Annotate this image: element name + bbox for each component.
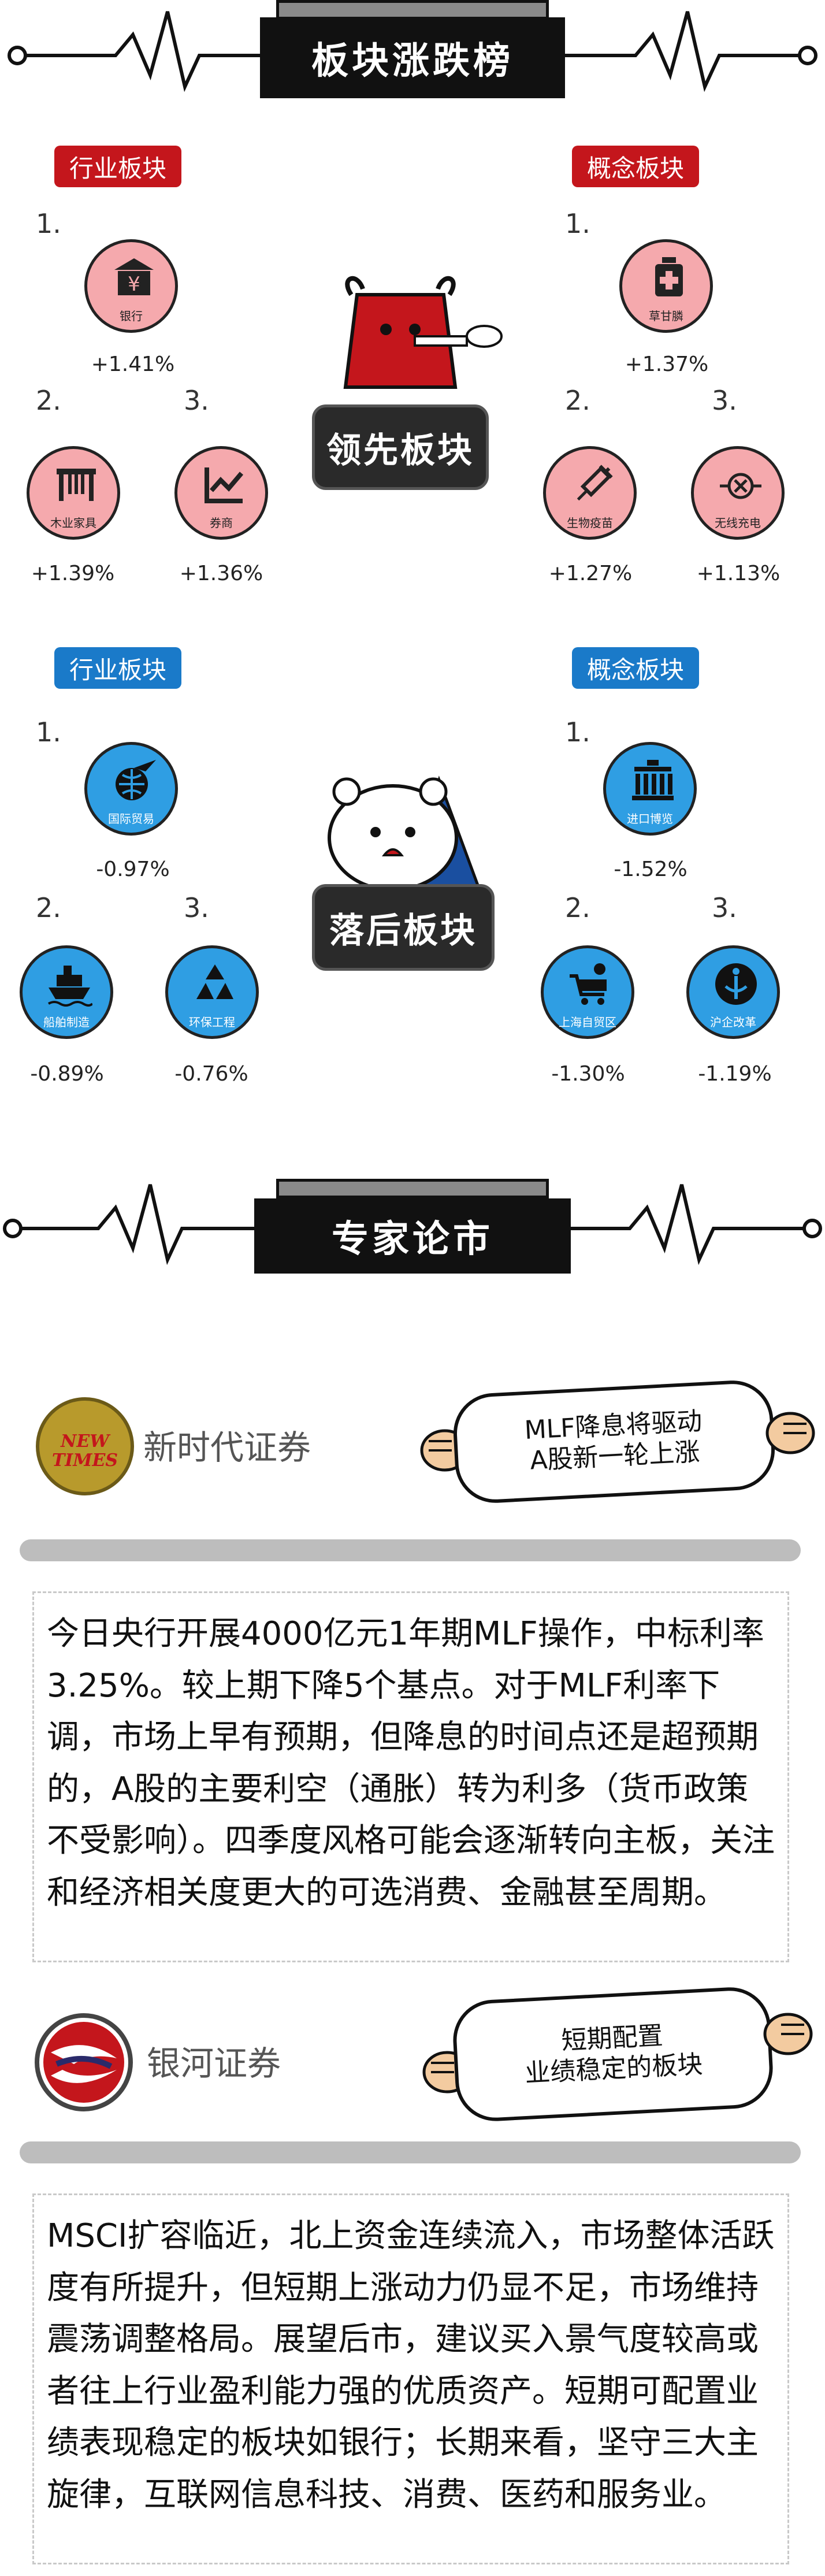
title-tab: [276, 1179, 549, 1198]
building-icon: [632, 760, 674, 800]
ship-icon: [47, 966, 92, 1007]
expert-text: MSCI扩容临近，北上资金连续流入，市场整体活跃度有所提升，但短期上涨动力仍显不…: [32, 2193, 789, 2564]
divider-bar: [20, 1539, 801, 1561]
rank-number: 2.: [36, 385, 61, 416]
expert-header: 专家论市: [0, 1173, 825, 1289]
rank-number: 3.: [712, 385, 737, 416]
change-value: -0.97%: [96, 858, 170, 881]
sector-furniture: 木业家具: [27, 446, 120, 540]
change-value: -1.52%: [614, 858, 687, 881]
change-value: -1.19%: [698, 1062, 772, 1086]
galaxy-swirl-icon: [43, 2022, 124, 2103]
speech-bubble: 短期配置 业绩稳定的板块: [451, 1985, 775, 2124]
rank-number: 1.: [565, 717, 590, 748]
sector-label: 环保工程: [189, 1015, 235, 1029]
change-value: -0.76%: [174, 1062, 248, 1086]
change-value: -1.30%: [551, 1062, 625, 1086]
sector-label: 生物疫苗: [567, 516, 613, 530]
bottle-icon: [655, 257, 683, 296]
sector-label: 船舶制造: [43, 1015, 90, 1029]
galaxy-logo: [35, 2013, 133, 2111]
change-value: +1.36%: [179, 562, 263, 585]
lagging-badge: 落后板块: [312, 884, 495, 971]
svg-text:¥: ¥: [128, 273, 140, 296]
sector-bank: ¥ 银行: [84, 239, 178, 333]
hand-right-icon: [763, 2013, 813, 2055]
leading-badge: 领先板块: [312, 404, 489, 490]
logo-text: NEW TIMES: [51, 1431, 118, 1471]
rank-number: 1.: [565, 208, 590, 239]
sector-label: 国际贸易: [108, 812, 154, 826]
rank-number: 1.: [36, 717, 61, 748]
sector-wireless-charging: 无线充电: [691, 446, 785, 540]
chart-icon: [205, 467, 244, 503]
sector-shanghai-ftz: 上海自贸区: [541, 945, 634, 1039]
bear-mascot: [328, 775, 482, 892]
recycle-icon: [196, 964, 233, 999]
title-tab: [276, 0, 549, 20]
bull-mascot: [343, 276, 503, 389]
board-header: 板块涨跌榜: [0, 0, 825, 116]
sector-environmental: 环保工程: [165, 945, 259, 1039]
change-value: +1.27%: [548, 562, 633, 585]
furniture-icon: [57, 469, 96, 501]
sector-vaccine: 生物疫苗: [543, 446, 637, 540]
charging-icon: [720, 473, 761, 499]
change-value: -0.89%: [30, 1062, 104, 1086]
sector-label: 上海自贸区: [559, 1015, 616, 1029]
sector-label: 无线充电: [715, 516, 761, 530]
speech-bubble: MLF降息将驱动 A股新一轮上涨: [451, 1378, 777, 1505]
bank-icon: ¥: [114, 258, 154, 296]
sector-label: 进口博览: [627, 812, 673, 826]
change-value: +1.37%: [625, 352, 709, 376]
sector-glyphosate: 草甘膦: [619, 239, 713, 333]
sector-label: 草甘膦: [649, 309, 683, 323]
globe-plane-icon: [116, 760, 156, 800]
firm-name: 银河证券: [147, 2044, 281, 2083]
section-title: 板块涨跌榜: [260, 17, 565, 98]
bubble-line-2: 业绩稳定的板块: [524, 2049, 704, 2088]
sector-label: 券商: [210, 516, 233, 530]
zigzag-decoration: [3, 1184, 822, 1265]
rank-number: 2.: [565, 892, 590, 923]
sector-label: 银行: [120, 309, 143, 323]
syringe-icon: [577, 465, 613, 501]
reform-icon: [715, 963, 757, 1005]
hand-right-icon: [765, 1412, 815, 1454]
sector-shanghai-reform: 沪企改革: [686, 945, 780, 1039]
rank-number: 3.: [712, 892, 737, 923]
firm-name: 新时代证券: [143, 1428, 311, 1467]
newtimes-logo: NEW TIMES: [36, 1397, 134, 1495]
change-value: +1.41%: [91, 352, 175, 376]
expert-text: 今日央行开展4000亿元1年期MLF操作，中标利率3.25%。较上期下降5个基点…: [32, 1591, 789, 1962]
divider-bar: [20, 2141, 801, 2163]
cart-icon: [570, 963, 607, 1005]
rank-number: 2.: [565, 385, 590, 416]
change-value: +1.13%: [696, 562, 781, 585]
rank-number: 2.: [36, 892, 61, 923]
zigzag-decoration: [8, 11, 817, 92]
sector-import-expo: 进口博览: [603, 742, 697, 836]
change-value: +1.39%: [31, 562, 115, 585]
sector-label: 木业家具: [50, 516, 96, 530]
sector-shipbuilding: 船舶制造: [20, 945, 113, 1039]
concept-pill-lagging: 概念板块: [572, 647, 700, 689]
rank-number: 3.: [184, 892, 209, 923]
sector-intl-trade: 国际贸易: [84, 742, 178, 836]
rank-number: 1.: [36, 208, 61, 239]
concept-pill-leading: 概念板块: [572, 146, 700, 187]
rank-number: 3.: [184, 385, 209, 416]
industry-pill-lagging: 行业板块: [54, 647, 182, 689]
section-title: 专家论市: [254, 1198, 571, 1274]
industry-pill-leading: 行业板块: [54, 146, 182, 187]
bubble-line-1: 短期配置: [560, 2021, 664, 2056]
sector-broker: 券商: [174, 446, 268, 540]
sector-label: 沪企改革: [710, 1015, 756, 1029]
